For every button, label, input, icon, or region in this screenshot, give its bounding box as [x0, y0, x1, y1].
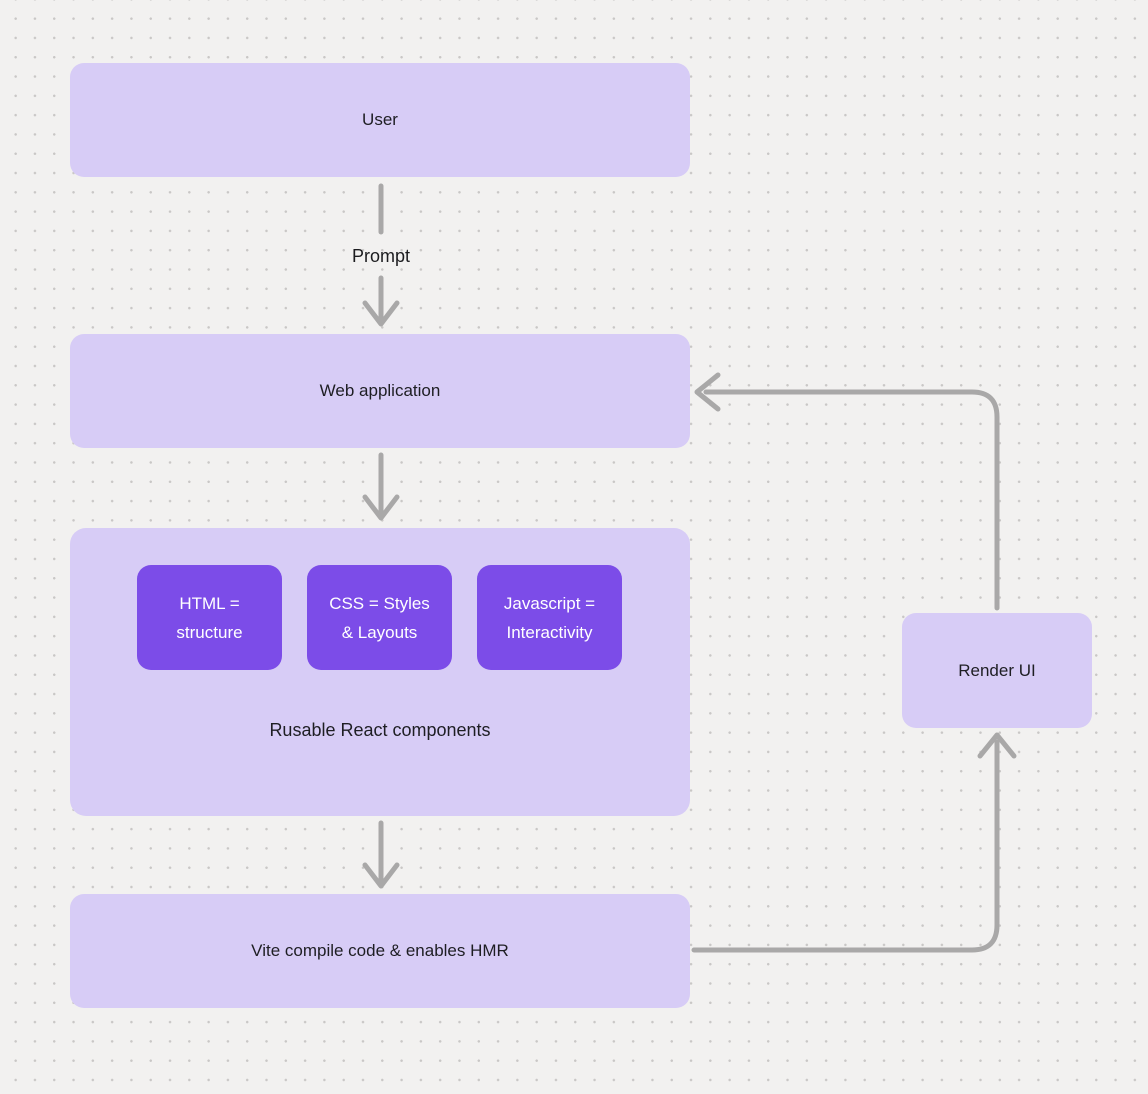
- react-components-caption: Rusable React components: [269, 720, 491, 740]
- node-render-ui-label: Render UI: [958, 660, 1036, 680]
- node-user-label: User: [362, 110, 398, 129]
- node-web-application-label: Web application: [319, 381, 441, 400]
- chip-javascript-interactivity: Javascript = Interactivity: [477, 565, 622, 670]
- arrowhead-down-into-web: [362, 300, 400, 327]
- arrowhead-down-into-components: [362, 494, 400, 521]
- arrowhead-up-into-render-ui: [977, 732, 1017, 759]
- edge-render-ui-to-web: [703, 389, 1000, 611]
- arrowhead-left-into-web: [694, 372, 721, 412]
- chip-css-styles-layouts: CSS = Styles & Layouts: [307, 565, 452, 670]
- node-web-application: Web application: [70, 334, 690, 448]
- edge-vite-to-render-ui: [691, 739, 1000, 953]
- node-vite-compile-label: Vite compile code & enables HMR: [251, 941, 509, 960]
- arrowhead-down-into-vite: [362, 862, 400, 889]
- node-react-components-group: HTML = structure CSS = Styles & Layouts …: [70, 528, 690, 816]
- node-vite-compile: Vite compile code & enables HMR: [70, 894, 690, 1008]
- chip-html-structure: HTML = structure: [137, 565, 282, 670]
- edge-label-prompt: Prompt: [351, 246, 411, 266]
- node-user: User: [70, 63, 690, 177]
- node-render-ui: Render UI: [902, 613, 1092, 728]
